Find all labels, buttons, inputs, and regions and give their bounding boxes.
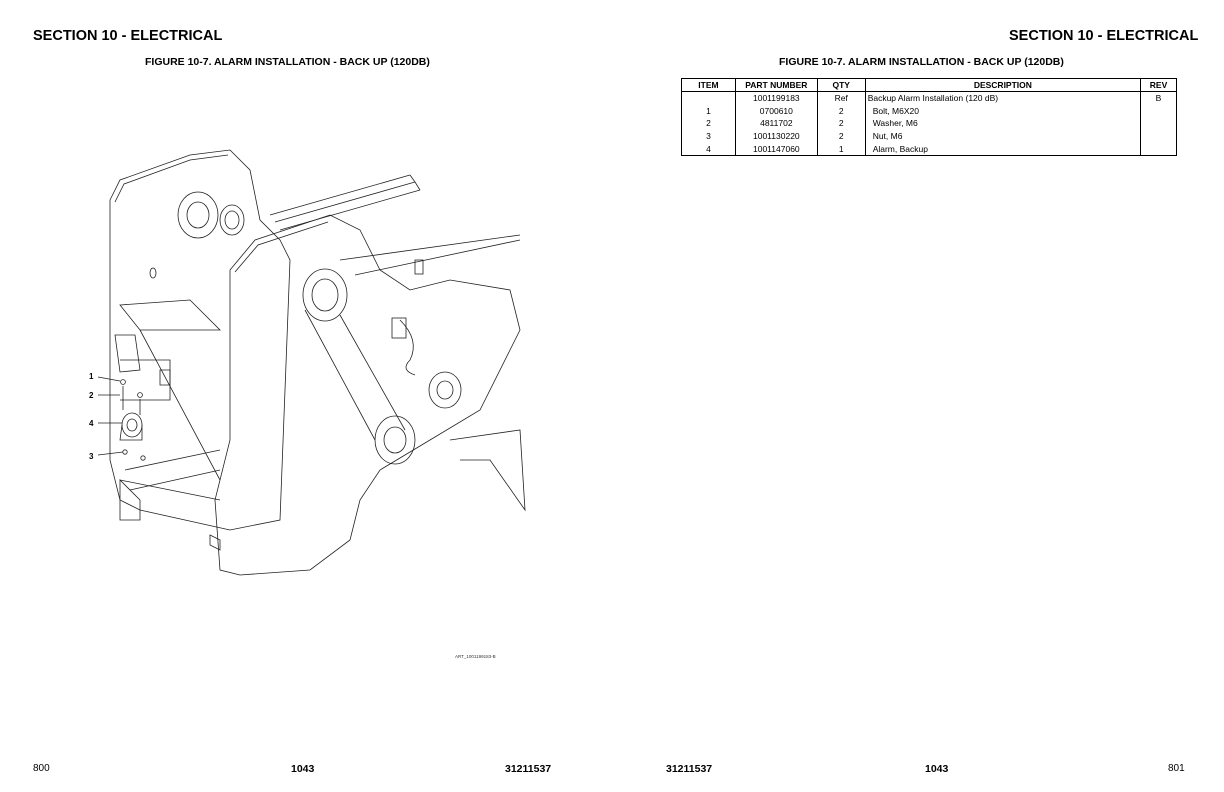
cell-rev — [1140, 142, 1177, 156]
cell-part-number: 4811702 — [734, 117, 818, 130]
cell-item — [681, 91, 736, 105]
cell-part-number: 1001130220 — [734, 129, 818, 143]
left-footer-center: 1043 — [291, 763, 315, 775]
cell-item: 2 — [681, 117, 736, 130]
header-item: ITEM — [681, 78, 736, 92]
left-page-number: 800 — [33, 763, 50, 774]
header-part-number: PART NUMBER — [734, 78, 818, 92]
cell-qty: 2 — [816, 129, 866, 143]
cell-qty: 1 — [816, 142, 866, 156]
callout-2: 2 — [89, 391, 94, 400]
parts-table-header: ITEM PART NUMBER QTY DESCRIPTION REV — [681, 78, 1177, 92]
right-figure-title: FIGURE 10-7. ALARM INSTALLATION - BACK U… — [779, 56, 1064, 68]
table-row: 1 0700610 2 Bolt, M6X20 — [681, 104, 1177, 118]
cell-part-number: 0700610 — [734, 104, 818, 118]
parts-table: ITEM PART NUMBER QTY DESCRIPTION REV 100… — [681, 78, 1177, 156]
header-qty: QTY — [816, 78, 866, 92]
cell-description: Backup Alarm Installation (120 dB) — [864, 91, 1142, 105]
cell-item: 3 — [681, 129, 736, 143]
cell-description: Bolt, M6X20 — [864, 104, 1142, 118]
cell-item: 4 — [681, 142, 736, 156]
cell-description: Alarm, Backup — [864, 142, 1142, 156]
table-row: 2 4811702 2 Washer, M6 — [681, 117, 1177, 130]
cell-qty: Ref — [816, 91, 866, 105]
right-section-title: SECTION 10 - ELECTRICAL — [1009, 28, 1199, 44]
cell-part-number: 1001147060 — [734, 142, 818, 156]
cell-description: Washer, M6 — [864, 117, 1142, 130]
table-row: 3 1001130220 2 Nut, M6 — [681, 129, 1177, 143]
table-row: 4 1001147060 1 Alarm, Backup — [681, 142, 1177, 156]
left-doc-number: 31211537 — [505, 763, 552, 775]
art-id-label: ART_1001199183-B — [455, 654, 496, 659]
callout-3: 3 — [89, 452, 94, 461]
cell-item: 1 — [681, 104, 736, 118]
cell-description: Nut, M6 — [864, 129, 1142, 143]
right-page-number: 801 — [1168, 763, 1185, 774]
left-figure-title: FIGURE 10-7. ALARM INSTALLATION - BACK U… — [145, 56, 430, 68]
cell-part-number: 1001199183 — [734, 91, 818, 105]
right-footer-center: 1043 — [925, 763, 949, 775]
header-description: DESCRIPTION — [864, 78, 1142, 92]
callout-1: 1 — [89, 372, 94, 381]
cell-rev — [1140, 117, 1177, 130]
table-row: 1001199183 Ref Backup Alarm Installation… — [681, 91, 1177, 105]
alarm-installation-drawing — [97, 149, 526, 576]
cell-rev — [1140, 129, 1177, 143]
cell-rev: B — [1140, 91, 1177, 105]
cell-qty: 2 — [816, 104, 866, 118]
header-rev: REV — [1140, 78, 1177, 92]
right-doc-number: 31211537 — [666, 763, 713, 775]
cell-qty: 2 — [816, 117, 866, 130]
cell-rev — [1140, 104, 1177, 118]
left-section-title: SECTION 10 - ELECTRICAL — [33, 28, 223, 44]
callout-4: 4 — [89, 419, 94, 428]
